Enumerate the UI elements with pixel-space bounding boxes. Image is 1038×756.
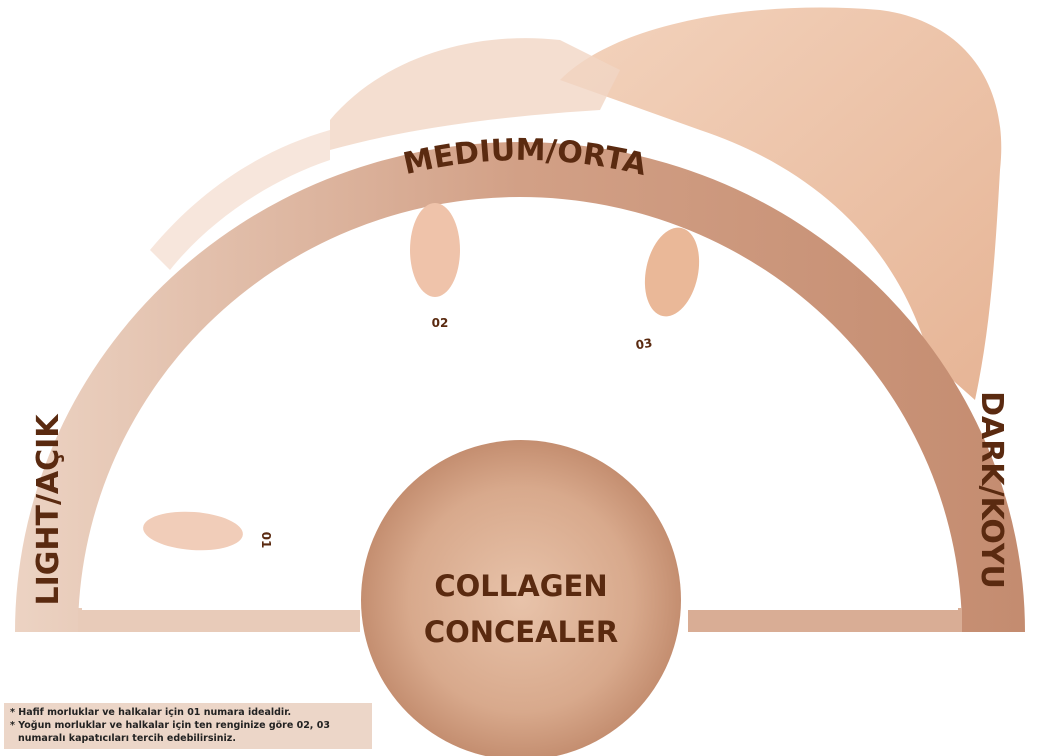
svg-text:02: 02 [432, 316, 449, 330]
swatch-02: 02 [410, 203, 460, 330]
dark-label: DARK/KOYU [974, 391, 1009, 589]
svg-text:03: 03 [635, 336, 654, 353]
svg-text:01: 01 [259, 532, 273, 549]
arch-base-right [688, 608, 962, 632]
note-line-2: * Yoğun morluklar ve halkalar için ten r… [10, 720, 330, 731]
product-name-line1: COLLAGEN [434, 569, 607, 603]
note-line-3: numaralı kapatıcıları tercih edebilirsin… [18, 733, 236, 744]
arch-base-left [78, 608, 360, 632]
usage-notes: * Hafif morluklar ve halkalar için 01 nu… [4, 703, 372, 749]
product-name-line2: CONCEALER [424, 615, 618, 649]
light-label: LIGHT/AÇIK [31, 413, 66, 606]
shade-arch [15, 142, 1025, 632]
product-circle [361, 440, 681, 756]
swatch-01: 01 [143, 511, 273, 551]
swatch-03: 03 [635, 227, 700, 353]
note-line-1: * Hafif morluklar ve halkalar için 01 nu… [10, 707, 292, 718]
foundation-smear [150, 7, 1002, 400]
